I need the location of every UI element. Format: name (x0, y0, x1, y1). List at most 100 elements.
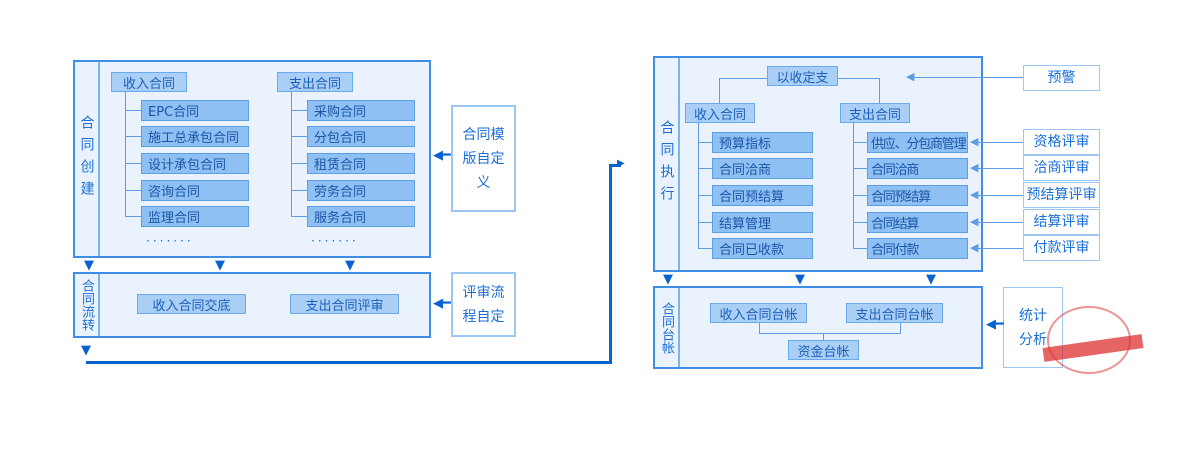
connector-line (853, 222, 867, 223)
connector-line (879, 78, 880, 103)
connector-line (978, 168, 1023, 169)
more-dots: ······· (311, 234, 359, 248)
income-handover-item: 收入合同交底 (137, 294, 246, 314)
income-contract-type: 施工总承包合同 (141, 126, 249, 147)
connector-line (698, 222, 712, 223)
connector-line (125, 92, 126, 216)
connector-line (125, 216, 141, 217)
arrow-left-icon: ◀ (970, 135, 979, 148)
connector-line (823, 333, 824, 340)
connector-line (838, 78, 880, 79)
arrow-down-icon: ▼ (81, 343, 91, 358)
review-box: 预结算评审 (1023, 182, 1100, 208)
fund-ledger-item: 资金台帐 (788, 340, 859, 360)
connector-line (86, 361, 612, 364)
connector-line (853, 248, 867, 249)
exec-income-item: 合同洽商 (712, 158, 813, 179)
expense-review-item: 支出合同评审 (290, 294, 399, 314)
arrow-down-icon: ▼ (663, 272, 673, 287)
connector-line (698, 248, 712, 249)
review-box: 结算评审 (1023, 209, 1100, 235)
exec-expense-item: 合同付款 (867, 238, 968, 259)
expense-contract-type: 服务合同 (307, 206, 415, 227)
contract-creation-label: 合同创建 (75, 62, 100, 256)
arrow-down-icon: ▼ (345, 258, 355, 273)
connector-line (719, 78, 767, 79)
arrow-down-icon: ▼ (215, 258, 225, 273)
arrow-left-icon: ◀━ (433, 296, 451, 311)
connector-line (719, 78, 720, 103)
expense-contract-type: 租赁合同 (307, 153, 415, 174)
review-box: 资格评审 (1023, 129, 1100, 155)
arrow-left-icon: ◀ (970, 215, 979, 228)
connector-line (853, 195, 867, 196)
expense-contract-header: 支出合同 (277, 72, 353, 92)
connector-line (978, 142, 1023, 143)
connector-line (853, 168, 867, 169)
exec-income-item: 预算指标 (712, 132, 813, 153)
connector-line (698, 168, 712, 169)
arrow-down-icon: ▼ (926, 272, 936, 287)
exec-income-item: 结算管理 (712, 212, 813, 233)
connector-line (125, 190, 141, 191)
arrow-left-icon: ◀ (970, 241, 979, 254)
connector-line (698, 142, 712, 143)
connector-line (900, 323, 901, 333)
contract-flow-label: 合同流转 (75, 274, 100, 336)
connector-line (291, 136, 307, 137)
income-contract-type: 监理合同 (141, 206, 249, 227)
connector-line (125, 136, 141, 137)
connector-line (291, 216, 307, 217)
review-flow-customize-box: 评审流程自定 (451, 272, 516, 337)
contract-ledger-label: 合同台帐 (655, 288, 680, 367)
connector-line (912, 77, 1023, 78)
exec-expense-item: 合同洽商 (867, 158, 968, 179)
income-contract-type: 设计承包合同 (141, 153, 249, 174)
exec-expense-item: 合同结算 (867, 212, 968, 233)
connector-line (978, 248, 1023, 249)
arrow-down-icon: ▼ (795, 272, 805, 287)
connector-line (291, 190, 307, 191)
income-contract-type: EPC合同 (141, 100, 249, 121)
expense-contract-type: 采购合同 (307, 100, 415, 121)
review-box: 付款评审 (1023, 235, 1100, 261)
income-contract-type: 咨询合同 (141, 180, 249, 201)
expense-ledger-item: 支出合同台帐 (846, 303, 943, 323)
arrow-right-icon: ▶ (617, 158, 625, 169)
exec-income-header: 收入合同 (685, 103, 755, 123)
connector-line (978, 195, 1023, 196)
template-customize-box: 合同模版自定义 (451, 105, 516, 212)
arrow-left-icon: ◀ (970, 188, 979, 201)
connector-line (698, 123, 699, 249)
connector-line (291, 92, 292, 216)
connector-line (698, 195, 712, 196)
arrow-left-icon: ◀ (970, 161, 979, 174)
connector-line (759, 323, 760, 333)
exec-expense-item: 合同预结算 (867, 185, 968, 206)
connector-line (125, 110, 141, 111)
exec-income-item: 合同已收款 (712, 238, 813, 259)
connector-line (609, 164, 612, 364)
expense-contract-type: 劳务合同 (307, 180, 415, 201)
warning-box: 预警 (1023, 65, 1100, 91)
expense-contract-type: 分包合同 (307, 126, 415, 147)
income-determines-expense: 以收定支 (767, 66, 838, 86)
connector-line (125, 163, 141, 164)
exec-income-item: 合同预结算 (712, 185, 813, 206)
arrow-left-icon: ◀ (906, 70, 915, 83)
connector-line (978, 222, 1023, 223)
arrow-left-icon: ◀━ (433, 148, 451, 163)
arrow-down-icon: ▼ (84, 258, 94, 273)
connector-line (291, 163, 307, 164)
exec-expense-item: 供应、分包商管理 (867, 132, 968, 153)
contract-execution-label: 合同执行 (655, 58, 680, 270)
connector-line (853, 142, 867, 143)
review-box: 洽商评审 (1023, 155, 1100, 181)
connector-line (853, 123, 854, 249)
arrow-left-icon: ◀━ (986, 317, 1004, 332)
connector-line (759, 333, 901, 334)
connector-line (291, 110, 307, 111)
connector-line (609, 164, 621, 167)
more-dots: ······· (146, 234, 194, 248)
